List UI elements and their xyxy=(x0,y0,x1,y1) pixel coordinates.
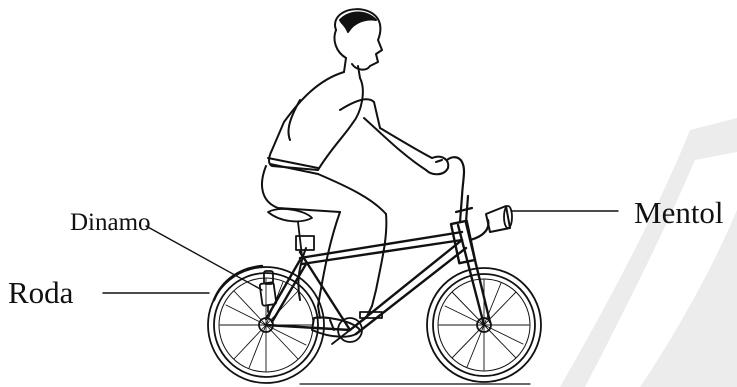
bicycle-frame xyxy=(214,221,490,334)
mentol-label: Mentol xyxy=(634,197,724,228)
roda-label: Roda xyxy=(8,277,73,308)
dinamo-label: Dinamo xyxy=(70,210,151,235)
lamp-icon xyxy=(486,206,512,232)
dinamo-leader-line xyxy=(146,226,262,290)
bicycle-seat xyxy=(268,209,314,256)
rider xyxy=(262,9,448,337)
